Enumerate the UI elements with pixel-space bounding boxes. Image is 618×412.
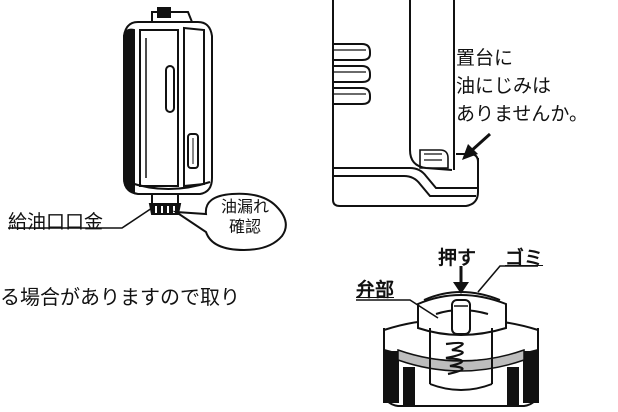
base-question-line2: 油にじみは xyxy=(456,75,552,97)
base-question-label: 置台に 油にじみは ありませんか。 xyxy=(456,44,588,128)
push-label: 押す xyxy=(438,247,477,269)
dust-label: ゴミ xyxy=(505,247,544,269)
leak-check-label: 油漏れ 確認 xyxy=(214,197,276,237)
arrow-down-icon xyxy=(453,282,469,294)
base-question-line1: 置台に xyxy=(456,47,514,69)
base-question-line3: ありませんか。 xyxy=(456,103,589,125)
valve-label: 弁部 xyxy=(356,279,395,301)
leak-check-line1: 油漏れ xyxy=(220,197,269,216)
arrow-diagonal-icon xyxy=(462,144,478,160)
tank-cap-label: 給油口口金 xyxy=(8,211,104,233)
leak-check-line2: 確認 xyxy=(228,217,261,236)
partial-instruction-text: る場合がありますので取り xyxy=(0,285,240,309)
